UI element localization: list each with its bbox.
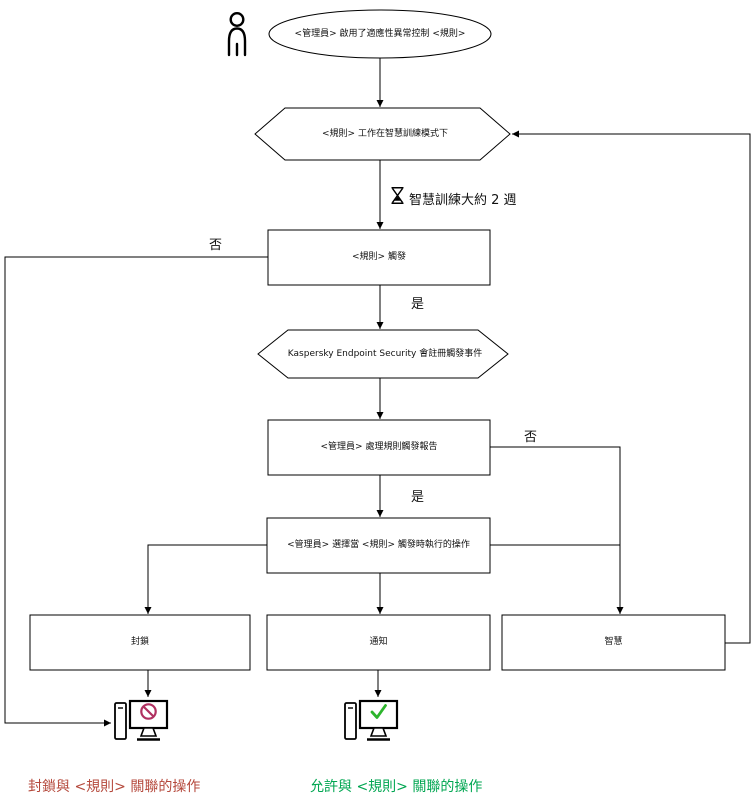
action-block-shape <box>29 614 251 671</box>
node-register-event-label: Kaspersky Endpoint Security 會註冊觸發事件 <box>287 348 483 359</box>
edge-smart-loop-to-training <box>512 130 751 644</box>
edge-label-process-report-no: 否 <box>524 430 538 445</box>
edge-triggered-no-to-blocked <box>4 256 268 727</box>
node-action-smart-label: 智慧 <box>604 637 623 648</box>
edge-report-no-to-smart <box>490 446 624 614</box>
actor-icon <box>227 11 247 57</box>
node-select-action-label: <管理員> 選擇當 <規則> 觸發時執行的操作 <box>287 540 470 551</box>
action-notify-shape <box>266 614 491 671</box>
node-shapes <box>29 9 726 671</box>
prohibit-icon <box>140 703 157 720</box>
node-training-mode-label: <規則> 工作在智慧訓練模式下 <box>322 128 448 139</box>
start-terminator-shape <box>268 9 492 59</box>
check-icon <box>370 704 387 719</box>
training-mode-hexagon-shape <box>254 107 511 161</box>
select-action-shape <box>266 517 491 574</box>
node-rule-triggered-label: <規則> 觸發 <box>352 252 406 263</box>
blocked-computer-icon <box>114 699 169 741</box>
edge-label-rule-triggered-yes: 是 <box>411 297 425 312</box>
edge-label-process-report-yes: 是 <box>411 490 425 505</box>
flow-connectors <box>4 58 751 727</box>
allowed-caption: 允許與 <規則> 關聯的操作 <box>310 779 483 795</box>
allowed-computer-icon <box>344 699 399 741</box>
blocked-caption: 封鎖與 <規則> 關聯的操作 <box>28 779 201 795</box>
edge-label-rule-triggered-no: 否 <box>209 238 223 253</box>
node-action-block-label: 封鎖 <box>130 637 149 648</box>
edge-select-to-block <box>144 544 267 614</box>
hourglass-icon <box>391 187 404 204</box>
register-event-hexagon-shape <box>257 329 509 379</box>
training-duration-label: 智慧訓練大約 2 週 <box>409 193 517 208</box>
node-process-report-label: <管理員> 處理規則觸發報告 <box>320 442 438 453</box>
process-report-shape <box>267 419 491 476</box>
node-action-notify-label: 通知 <box>369 637 388 648</box>
node-start-label: <管理員> 啟用了適應性異常控制 <規則> <box>294 28 466 39</box>
rule-triggered-shape <box>267 229 491 286</box>
action-smart-shape <box>501 614 726 671</box>
